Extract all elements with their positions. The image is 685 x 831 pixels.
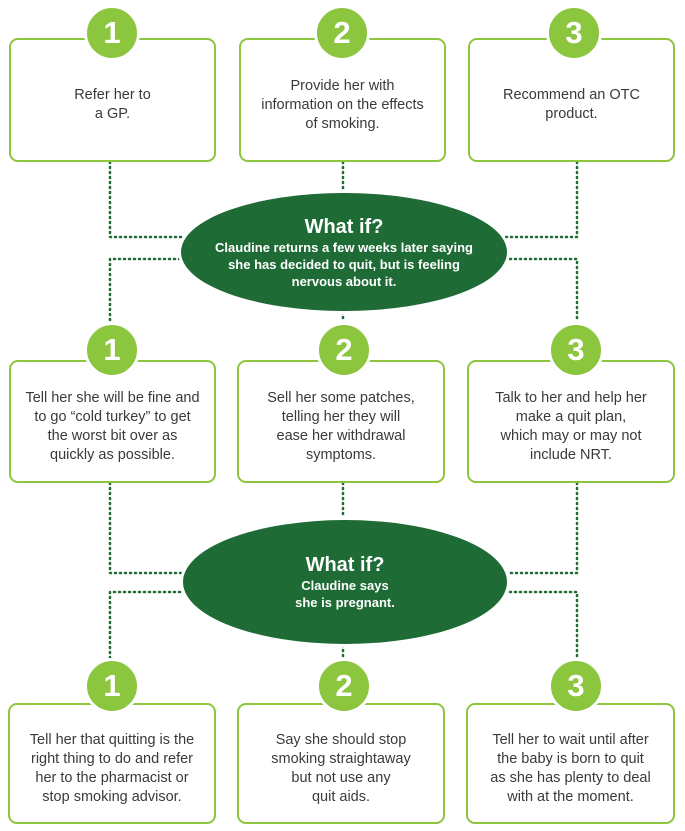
row3-option-2-text: Say she should stop smoking straightaway… — [271, 731, 411, 805]
what-if-1-text: Claudine returns a few weeks later sayin… — [215, 239, 473, 289]
row2-option-3-box: Talk to her and help her make a quit pla… — [467, 360, 675, 483]
connector-row2-left — [108, 257, 192, 324]
row3-option-2-box: Say she should stop smoking straightaway… — [237, 703, 445, 824]
row3-step-number-3: 3 — [548, 658, 604, 714]
connector-row3-left — [108, 590, 192, 660]
row1-option-3-text: Recommend an OTC product. — [503, 87, 640, 122]
what-if-2-title: What if? — [305, 554, 385, 576]
row2-option-1-box: Tell her she will be fine and to go “col… — [9, 360, 216, 483]
connector-row1-left — [108, 160, 192, 239]
row3-option-1-box: Tell her that quitting is the right thin… — [8, 703, 216, 824]
row3-step-number-2: 2 — [316, 658, 372, 714]
row1-option-2-text: Provide her with information on the effe… — [261, 77, 424, 132]
row3-option-1-text: Tell her that quitting is the right thin… — [29, 731, 195, 805]
what-if-1-title: What if? — [304, 215, 384, 238]
row1-step-number-1: 1 — [84, 5, 140, 61]
row2-option-1-text: Tell her she will be fine and to go “col… — [25, 389, 200, 463]
row2-option-2-box: Sell her some patches, telling her they … — [237, 360, 445, 483]
row3-option-3-box: Tell her to wait until after the baby is… — [466, 703, 675, 824]
connector-row2-left-down — [108, 481, 192, 575]
what-if-ellipse-2: What if? Claudine says she is pregnant. — [180, 517, 510, 647]
row2-step-number-2: 2 — [316, 322, 372, 378]
row2-step-number-3: 3 — [548, 322, 604, 378]
row2-option-3-text: Talk to her and help her make a quit pla… — [495, 389, 647, 463]
row1-step-number-2: 2 — [314, 5, 370, 61]
connector-row1-right — [498, 160, 579, 239]
row1-step-number-3: 3 — [546, 5, 602, 61]
connector-row2-right-down — [498, 481, 579, 575]
what-if-ellipse-1: What if? Claudine returns a few weeks la… — [178, 190, 510, 314]
connector-row3-right — [498, 590, 579, 660]
what-if-2-text: Claudine says she is pregnant. — [295, 578, 395, 610]
row2-step-number-1: 1 — [84, 322, 140, 378]
row2-option-2-text: Sell her some patches, telling her they … — [267, 389, 415, 463]
connector-row2-right — [498, 257, 579, 324]
row1-option-1-text: Refer her to a GP. — [74, 87, 151, 122]
row3-option-3-text: Tell her to wait until after the baby is… — [490, 731, 651, 805]
row3-step-number-1: 1 — [84, 658, 140, 714]
